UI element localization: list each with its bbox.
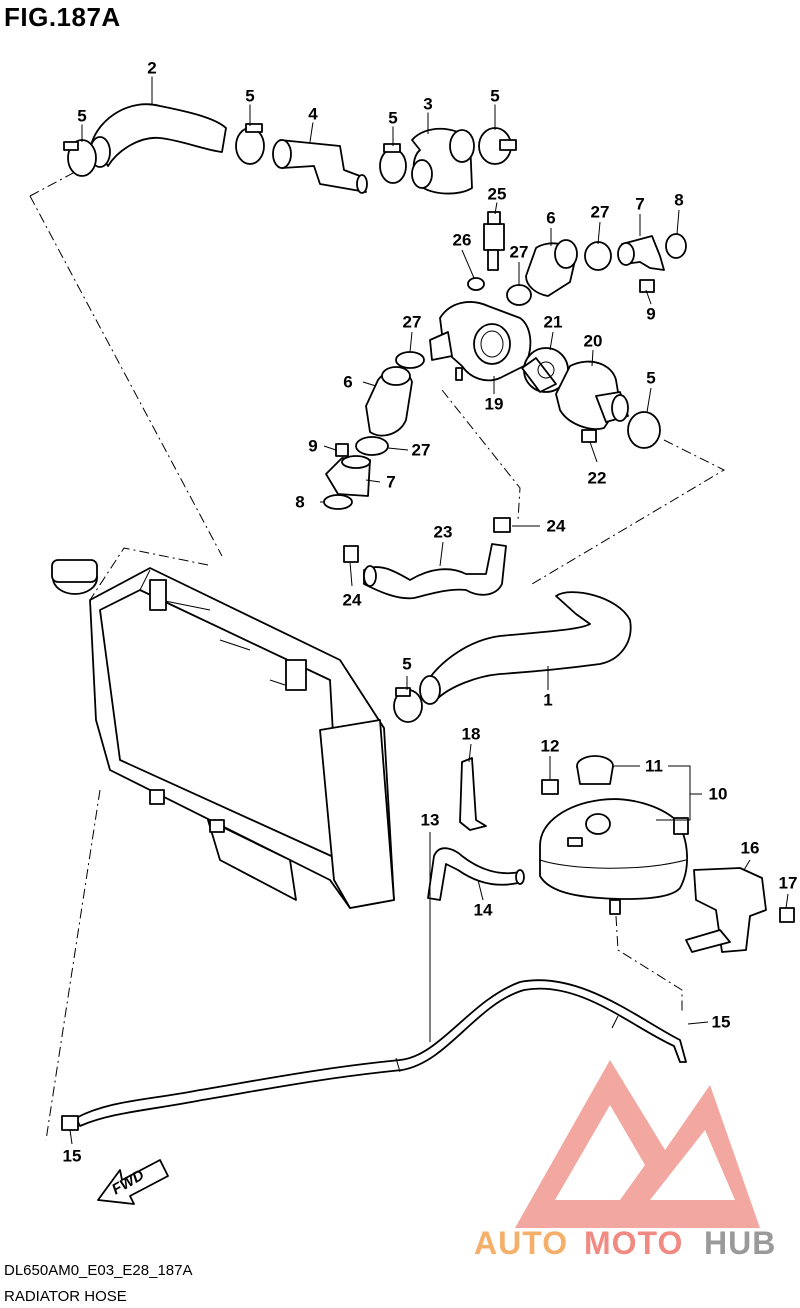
clamp-5-b bbox=[235, 123, 265, 165]
callout-part-3: 3 bbox=[422, 94, 434, 114]
part-17-bolt bbox=[779, 907, 795, 923]
callout-part-15: 15 bbox=[61, 1146, 83, 1166]
callout-part-27: 27 bbox=[589, 202, 611, 222]
part-18-bracket bbox=[459, 757, 487, 831]
clip-24-b bbox=[493, 517, 511, 533]
callout-part-6: 6 bbox=[342, 372, 354, 392]
callout-part-17: 17 bbox=[777, 873, 799, 893]
callout-part-24: 24 bbox=[545, 516, 567, 536]
clamp-5-c bbox=[379, 143, 407, 184]
callout-part-13: 13 bbox=[419, 810, 441, 830]
part-11-reservoir-cap bbox=[576, 755, 614, 785]
part-19-thermostat-housing bbox=[429, 301, 532, 382]
part-10-reservoir-tank bbox=[539, 798, 688, 915]
watermark-text-moto: MOTO bbox=[584, 1225, 684, 1261]
fwd-arrow-icon bbox=[97, 1159, 169, 1205]
part-4-pipe bbox=[272, 139, 368, 194]
callout-part-5: 5 bbox=[401, 654, 413, 674]
clip-15-a bbox=[673, 817, 689, 835]
callout-part-27: 27 bbox=[410, 440, 432, 460]
callout-part-15: 15 bbox=[710, 1012, 732, 1032]
callout-part-1: 1 bbox=[542, 690, 554, 710]
part-1-lower-hose bbox=[419, 591, 632, 705]
callout-part-5: 5 bbox=[76, 106, 88, 126]
part-16-bracket bbox=[685, 867, 767, 953]
callout-part-23: 23 bbox=[432, 522, 454, 542]
callout-part-25: 25 bbox=[486, 184, 508, 204]
callout-part-16: 16 bbox=[739, 838, 761, 858]
clamp-5-f bbox=[393, 687, 423, 723]
part-2-upper-hose bbox=[89, 103, 227, 168]
callout-part-5: 5 bbox=[489, 86, 501, 106]
callout-part-20: 20 bbox=[582, 331, 604, 351]
watermark-logo bbox=[515, 1060, 760, 1228]
callout-part-8: 8 bbox=[294, 492, 306, 512]
part-14-hose bbox=[427, 847, 525, 901]
callout-part-10: 10 bbox=[707, 784, 729, 804]
leader-lines bbox=[69, 76, 789, 1145]
callout-part-27: 27 bbox=[401, 312, 423, 332]
clamp-27-b bbox=[584, 241, 612, 271]
part-3-hose bbox=[411, 127, 475, 195]
part-22-bolt bbox=[581, 429, 597, 443]
callout-part-22: 22 bbox=[586, 468, 608, 488]
part-12-bolt bbox=[541, 779, 559, 795]
part-9-bolt-lower bbox=[335, 443, 349, 457]
callout-part-19: 19 bbox=[483, 394, 505, 414]
radiator bbox=[51, 559, 395, 909]
part-20-thermostat-cover bbox=[555, 360, 629, 430]
watermark-text-hub: HUB bbox=[704, 1225, 777, 1261]
callout-part-6: 6 bbox=[545, 208, 557, 228]
part-6-upper-hose bbox=[525, 239, 578, 297]
callout-part-5: 5 bbox=[244, 86, 256, 106]
callout-part-4: 4 bbox=[307, 104, 319, 124]
part-26-washer bbox=[467, 277, 485, 291]
section-name: RADIATOR HOSE bbox=[4, 1288, 127, 1305]
part-7-lower-fitting bbox=[325, 455, 371, 497]
callout-part-9: 9 bbox=[307, 436, 319, 456]
part-9-bolt-upper bbox=[639, 279, 655, 293]
callout-part-7: 7 bbox=[385, 472, 397, 492]
callout-part-21: 21 bbox=[542, 312, 564, 332]
callout-part-27: 27 bbox=[508, 242, 530, 262]
clamp-27-d bbox=[355, 436, 389, 456]
clip-24-a bbox=[343, 545, 359, 563]
clamp-5-a bbox=[63, 139, 97, 177]
figure-title: FIG.187A bbox=[4, 2, 121, 32]
part-13-overflow-hose bbox=[75, 979, 687, 1127]
callout-part-26: 26 bbox=[451, 230, 473, 250]
clamp-5-e bbox=[627, 411, 661, 449]
callout-part-18: 18 bbox=[460, 724, 482, 744]
callout-part-5: 5 bbox=[645, 368, 657, 388]
clamp-27-a bbox=[506, 284, 532, 306]
part-8-o-ring-upper bbox=[665, 233, 687, 259]
part-8-o-ring-lower bbox=[323, 494, 353, 510]
part-7-upper-fitting bbox=[617, 235, 665, 271]
clamp-5-d bbox=[478, 127, 517, 165]
part-25-temperature-sensor bbox=[483, 211, 505, 271]
part-23-bypass-hose bbox=[363, 543, 507, 600]
diagram-code: DL650AM0_E03_E28_187A bbox=[4, 1262, 193, 1279]
callout-part-12: 12 bbox=[539, 736, 561, 756]
callout-part-11: 11 bbox=[644, 756, 664, 776]
callout-part-9: 9 bbox=[645, 304, 657, 324]
callout-part-7: 7 bbox=[634, 194, 646, 214]
callout-part-5: 5 bbox=[387, 108, 399, 128]
callout-part-8: 8 bbox=[673, 190, 685, 210]
watermark-text-auto: AUTO bbox=[474, 1225, 569, 1261]
callout-part-14: 14 bbox=[472, 900, 494, 920]
clamp-27-c bbox=[395, 351, 425, 369]
callout-part-2: 2 bbox=[146, 58, 158, 78]
assembly-dashed-lines bbox=[29, 171, 726, 1141]
part-6-lower-hose bbox=[365, 366, 413, 437]
clip-15-b bbox=[61, 1115, 79, 1131]
callout-part-24: 24 bbox=[341, 590, 363, 610]
